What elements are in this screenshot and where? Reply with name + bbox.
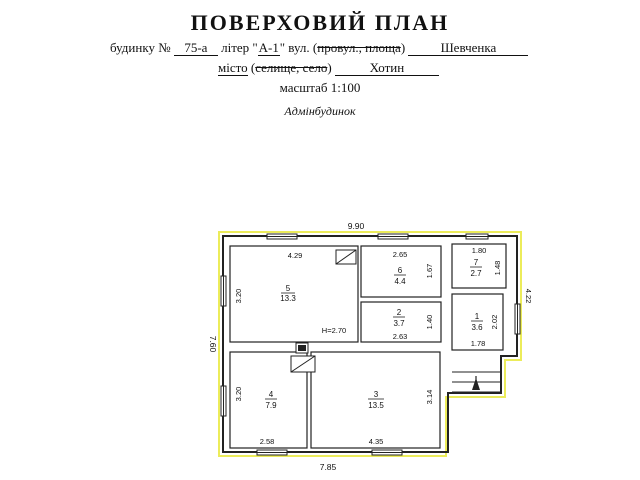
street-name: Шевченка <box>408 41 529 56</box>
address-line: будинку № 75-а літер "А-1" вул. (провул.… <box>110 40 529 56</box>
room-1-area: 3.6 <box>471 323 483 332</box>
city-line: місто (селище, село) Хотин <box>218 60 439 76</box>
scale-label: масштаб 1:100 <box>279 80 361 95</box>
room-4-width: 2.58 <box>260 437 275 446</box>
room-5-outline <box>229 245 359 343</box>
room-2-height: 1.40 <box>425 315 434 330</box>
room-5-area: 13.3 <box>280 294 296 303</box>
room-2-number: 2 <box>397 308 402 317</box>
room-7-outline <box>451 243 507 289</box>
room-2-area: 3.7 <box>393 319 405 328</box>
room-4-height: 3.20 <box>234 387 243 402</box>
room-1-width: 1.78 <box>471 339 486 348</box>
room-1-outline <box>451 293 504 351</box>
liter-value: А-1 <box>257 40 280 56</box>
room-1-number: 1 <box>475 312 480 321</box>
room-1-height: 2.02 <box>490 315 499 330</box>
room-3-area: 13.5 <box>368 401 384 410</box>
room-4-number: 4 <box>269 390 274 399</box>
street-struck-options: провул., площа <box>317 40 401 55</box>
dim-bottom-width: 7.85 <box>320 462 337 472</box>
room-6-width: 2.65 <box>393 250 408 259</box>
entrance-arrow-icon <box>472 378 480 390</box>
room-3-number: 3 <box>374 390 379 399</box>
outline-highlight <box>218 231 522 457</box>
stove-icon <box>290 355 316 373</box>
city-struck-options: селище, село <box>255 60 328 75</box>
street-label: вул. <box>288 40 310 55</box>
building-number: 75-а <box>173 41 218 56</box>
exterior-wall <box>222 235 518 453</box>
room-7-number: 7 <box>474 258 479 267</box>
liter-label: літер " <box>221 40 258 55</box>
room-7-width: 1.80 <box>472 246 487 255</box>
room-7-area: 2.7 <box>470 269 482 278</box>
room-6-height: 1.67 <box>425 264 434 279</box>
city-name: Хотин <box>334 61 439 76</box>
dim-right-height: 4.22 <box>524 289 533 304</box>
room-5-number: 5 <box>286 284 291 293</box>
building-type: Адмінбудинок <box>284 104 356 118</box>
room-2-outline <box>360 301 442 343</box>
room-2-width: 2.63 <box>393 332 408 341</box>
room-4-outline <box>229 351 308 449</box>
stove-icon <box>335 249 357 265</box>
room-6-outline <box>360 245 442 298</box>
room-7-height: 1.48 <box>493 261 502 276</box>
room-3-outline <box>310 351 441 449</box>
chimney-icon <box>295 342 309 354</box>
building-label: будинку № <box>110 40 171 55</box>
dim-total-width: 9.90 <box>348 221 365 231</box>
room-6-area: 4.4 <box>394 277 406 286</box>
city-label: місто <box>218 60 248 76</box>
room-3-height: 3.14 <box>425 390 434 405</box>
room-5-height: 3.20 <box>234 289 243 304</box>
windows <box>220 233 521 456</box>
ceiling-height: Н=2.70 <box>322 326 346 335</box>
room-6-number: 6 <box>398 266 403 275</box>
room-4-area: 7.9 <box>265 401 277 410</box>
dim-total-height: 7.60 <box>208 336 218 353</box>
room-3-width: 4.35 <box>369 437 384 446</box>
page-title: ПОВЕРХОВИЙ ПЛАН <box>190 10 450 35</box>
room-5-width: 4.29 <box>288 251 303 260</box>
